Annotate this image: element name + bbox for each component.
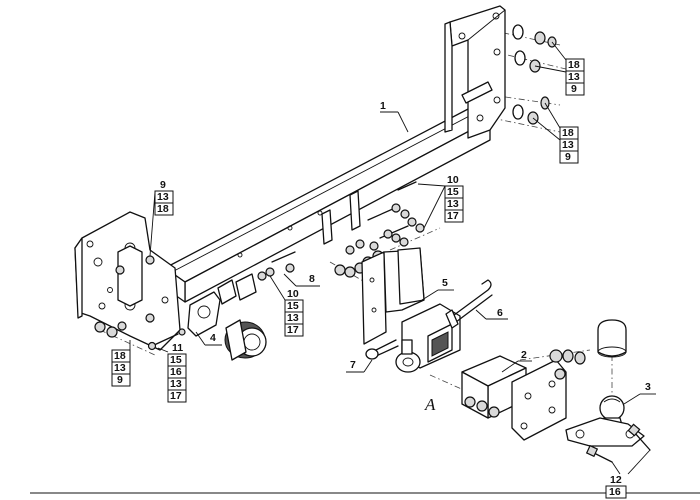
stack-center-right: 10 15 13 17 — [417, 174, 464, 229]
left-plate-fasteners — [94, 255, 186, 351]
stack-left-top-2: 18 — [157, 203, 169, 215]
stack-center-right-1: 15 — [447, 186, 459, 198]
callout-1-label: 1 — [380, 100, 386, 112]
callout-7-label: 7 — [350, 359, 356, 371]
callout-6: 6 — [475, 307, 508, 320]
callout-4: 4 — [195, 331, 222, 346]
stack-left-bottom: 18 13 9 — [111, 340, 131, 387]
callout-3-label: 3 — [645, 381, 651, 393]
stack-right-mid: 18 13 9 — [532, 102, 579, 164]
stack-left-top: 9 13 18 — [149, 179, 174, 257]
stack-left-top-1: 13 — [157, 191, 169, 203]
right-mounting-bracket — [444, 5, 506, 139]
callout-4-label: 4 — [210, 332, 216, 344]
callout-3: 3 — [623, 381, 656, 405]
stack-right-top-0: 18 — [568, 59, 580, 71]
stack-left-bottom-2: 9 — [117, 374, 123, 386]
stack-bolt-left-1: 15 — [170, 354, 182, 366]
stack-right-mid-1: 13 — [562, 139, 574, 151]
tow-ball — [565, 395, 651, 463]
tow-ball-cap — [597, 319, 627, 358]
locking-pin — [445, 279, 493, 329]
callout-8-label: 8 — [309, 273, 315, 285]
view-a-label: A — [424, 395, 436, 414]
callout-5-label: 5 — [442, 277, 448, 289]
stack-center-left-1: 15 — [287, 300, 299, 312]
callout-6-label: 6 — [497, 307, 503, 319]
bracket-tabs — [321, 190, 361, 245]
stack-bolt-left-3: 13 — [170, 378, 182, 390]
stack-center-left-2: 13 — [287, 312, 299, 324]
electrical-socket — [187, 273, 267, 361]
stack-left-bottom-0: 18 — [114, 350, 126, 362]
bolt-group-right — [345, 181, 425, 255]
stack-right-top: 18 13 9 — [534, 41, 585, 96]
stack-right-mid-0: 18 — [562, 127, 574, 139]
stack-bolt-left-2: 16 — [170, 366, 182, 378]
callout-1: 1 — [380, 100, 409, 133]
stack-bolt-left-4: 17 — [170, 390, 182, 402]
stack-right-top-2: 9 — [571, 83, 577, 95]
stack-bolt-right: 12 16 — [605, 449, 651, 499]
callout-7: 7 — [346, 359, 373, 373]
stack-left-bottom-1: 13 — [114, 362, 126, 374]
stack-center-left: 10 15 13 17 — [269, 275, 304, 337]
stack-bolt-right-0: 12 — [610, 474, 622, 486]
stack-center-right-3: 17 — [447, 210, 459, 222]
stack-bolt-left: 11 15 16 13 17 — [157, 342, 187, 403]
stack-left-top-0: 9 — [160, 179, 166, 191]
left-mounting-plate — [74, 211, 181, 351]
callout-2-label: 2 — [521, 349, 527, 361]
callout-2: 2 — [501, 349, 532, 373]
drawbar — [461, 355, 567, 441]
bolt-group-left — [257, 251, 296, 281]
hitch-receiver-bracket — [361, 247, 461, 369]
retaining-clip — [365, 339, 399, 360]
drawbar-nuts — [549, 349, 586, 380]
stack-center-right-0: 10 — [447, 174, 459, 186]
callout-8: 8 — [283, 273, 320, 287]
crossbar-beam — [164, 107, 491, 303]
stack-center-left-0: 10 — [287, 288, 299, 300]
callout-5: 5 — [421, 277, 454, 301]
stack-right-top-1: 13 — [568, 71, 580, 83]
stack-bolt-left-0: 11 — [172, 342, 183, 354]
stack-right-mid-2: 9 — [565, 151, 571, 163]
stack-center-left-3: 17 — [287, 324, 299, 336]
tow-eye — [395, 339, 421, 373]
stack-center-right-2: 13 — [447, 198, 459, 210]
stack-bolt-right-1: 16 — [609, 486, 621, 498]
